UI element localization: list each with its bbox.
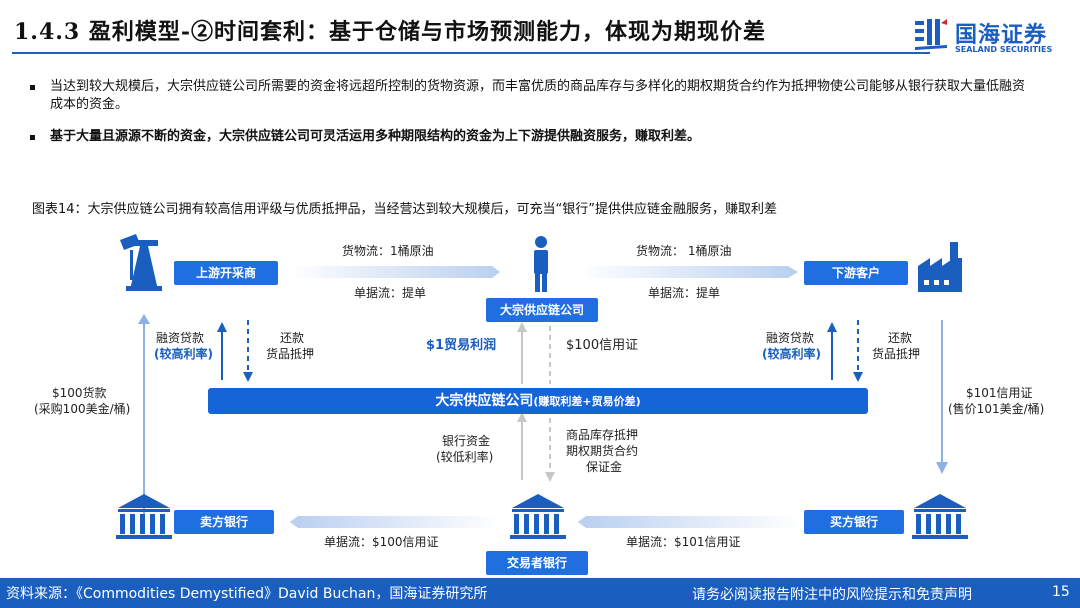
goods-flow-arrow-right (578, 266, 798, 278)
collateral-3: 保证金 (586, 460, 623, 474)
center-company-bar: 大宗供应链公司(赚取利差+贸易价差) (208, 388, 868, 414)
logo-text-cn: 国海证券 (955, 23, 1048, 48)
oil-pump-icon (120, 234, 162, 291)
supply-chain-diagram: 上游开采商 下游客户 大宗供应链公司 卖方银行 买方银行 交易者银行 大宗供应链… (0, 230, 1080, 578)
figure-caption: 图表14：大宗供应链公司拥有较高信用评级与优质抵押品，当经营达到较大规模后，可充… (32, 202, 778, 217)
company-logo: 国海证券 SEALAND SECURITIES (913, 15, 1073, 60)
upstream-box: 上游开采商 (174, 261, 278, 285)
doc-flow-arrow-bottom-right (578, 516, 800, 528)
seller-bank-box: 卖方银行 (174, 510, 274, 534)
collateral-2: 期权期货合约 (566, 444, 639, 458)
repay-right-1: 还款 (888, 331, 913, 345)
finance-loan-left: 融资贷款 (156, 331, 205, 345)
bank-funds-2: (较低利率) (436, 450, 494, 464)
credit-right-1: $101信用证 (966, 386, 1033, 400)
credit-100-label: $100信用证 (566, 338, 639, 353)
goods-flow-arrow-left (288, 266, 500, 278)
downstream-box: 下游客户 (804, 261, 908, 285)
repay-left-2: 货品抵押 (266, 347, 315, 361)
center-bar-label: 大宗供应链公司 (435, 393, 534, 409)
bank-funds-1: 银行资金 (442, 434, 491, 448)
bullet-marker (30, 135, 35, 140)
arrow-down-right (936, 462, 948, 474)
payment-left-2: (采购100美金/桶) (34, 402, 131, 416)
page-number: 15 (1052, 584, 1070, 600)
logo-text-en: SEALAND SECURITIES (955, 45, 1053, 54)
bullet-marker (30, 85, 35, 90)
diagram-graphics (116, 234, 968, 539)
credit-right-2: (售价101美金/桶) (948, 402, 1045, 416)
page-title: 1.4.3 盈利模型-②时间套利：基于仓储与市场预测能力，体现为期现价差 (14, 19, 767, 45)
doc-flow-arrow-bottom-left (290, 516, 500, 528)
person-icon (534, 236, 548, 292)
trader-bank-box: 交易者银行 (486, 551, 588, 575)
finance-loan-right: 融资贷款 (766, 331, 815, 345)
bullet-text: 当达到较大规模后，大宗供应链公司所需要的资金将远超所控制的货物资源，而丰富优质的… (50, 79, 1026, 112)
bank-icon (510, 494, 566, 539)
center-bar-note: (赚取利差+贸易价差) (533, 395, 641, 408)
arrow-up-left (138, 314, 150, 324)
repay-right-2: 货品抵押 (872, 347, 921, 361)
center-company-box: 大宗供应链公司 (486, 298, 598, 322)
buyer-bank-box: 买方银行 (804, 510, 904, 534)
trade-profit-label: $1贸易利润 (426, 338, 497, 353)
doc-flow-bottom-right: 单据流：$101信用证 (626, 535, 741, 549)
disclaimer-text: 请务必阅读报告附注中的风险提示和免责声明 (692, 587, 972, 603)
bank-icon (912, 494, 968, 539)
bank-icon (116, 494, 172, 539)
repay-left-1: 还款 (280, 331, 305, 345)
source-note: 资料来源：《Commodities Demystified》David Buch… (6, 586, 488, 602)
doc-flow-label-left: 单据流：提单 (354, 286, 427, 300)
collateral-1: 商品库存抵押 (566, 428, 639, 442)
footer-bar: 资料来源：《Commodities Demystified》David Buch… (0, 578, 1080, 608)
doc-flow-label-right: 单据流：提单 (648, 286, 721, 300)
title-divider (12, 52, 930, 54)
doc-flow-bottom-left: 单据流：$100信用证 (324, 535, 439, 549)
goods-flow-label-left: 货物流：1桶原油 (342, 244, 434, 258)
goods-flow-label-right: 货物流： 1桶原油 (636, 244, 732, 258)
payment-left-1: $100货款 (52, 386, 107, 400)
factory-icon (918, 242, 962, 292)
logo-mark-icon (915, 19, 947, 50)
bullet-text: 基于大量且源源不断的资金，大宗供应链公司可灵活运用多种期限结构的资金为上下游提供… (50, 129, 701, 144)
finance-rate-left: (较高利率) (154, 347, 213, 361)
finance-rate-right: (较高利率) (762, 347, 821, 361)
